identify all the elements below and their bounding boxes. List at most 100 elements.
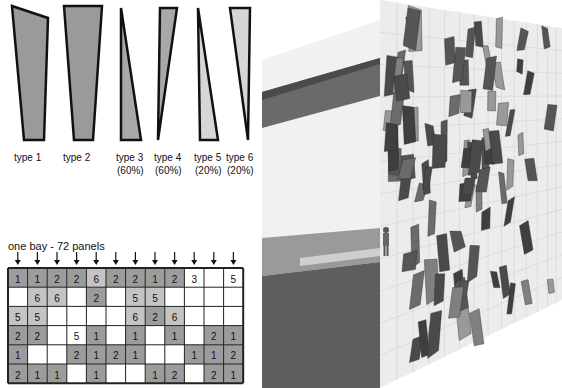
facade-panel	[465, 27, 475, 58]
label-holder: 6	[93, 269, 99, 287]
facade-panel	[524, 71, 535, 95]
facade-panel	[449, 94, 460, 116]
grid-cell	[224, 268, 244, 287]
facade-line	[380, 232, 562, 291]
label-holder: 2	[15, 326, 21, 344]
type-label: (60%)	[155, 165, 182, 176]
label-holder: 1	[35, 269, 41, 287]
grid-cell	[204, 364, 224, 383]
panel-type-number: 1	[231, 370, 237, 381]
panel-type-number: 6	[35, 293, 41, 304]
arrow-head	[34, 260, 40, 265]
facade-wall	[380, 0, 562, 388]
panel-type-number: 1	[15, 350, 21, 361]
facade-panel	[437, 234, 450, 272]
label-holder: 5	[152, 288, 158, 306]
panel-type-number: 1	[93, 350, 99, 361]
facade-panel	[445, 36, 456, 65]
facade-line	[380, 277, 562, 355]
facade-panel	[544, 104, 557, 131]
facade-panel	[490, 271, 500, 288]
grid-cell	[145, 306, 165, 325]
panel-type-number: 5	[35, 312, 41, 323]
label-holder: (20%)	[227, 160, 254, 178]
label-holder: 2	[133, 269, 139, 287]
grid-line	[8, 306, 243, 307]
panel-type-number: 1	[93, 331, 99, 342]
panel-type-number: 1	[152, 274, 158, 285]
facade-panel	[525, 158, 538, 180]
grid-cell	[28, 364, 48, 383]
facade-panel	[483, 56, 497, 91]
panel-type-number: 2	[211, 370, 217, 381]
facade-panel	[488, 91, 496, 111]
grid-cell	[165, 306, 185, 325]
facade-panel	[450, 231, 465, 252]
grid-cell	[224, 364, 244, 383]
arrow-head	[172, 260, 178, 265]
arrow-head	[152, 260, 158, 265]
panel-type-number: 2	[133, 274, 139, 285]
grid-cell	[224, 345, 244, 364]
panel-type-number: 2	[113, 350, 119, 361]
label-holder: 2	[74, 269, 80, 287]
panel-type-number: 2	[211, 331, 217, 342]
label-holder: 1	[54, 365, 60, 383]
grid-cell	[86, 326, 106, 345]
panel-type-number: 1	[35, 370, 41, 381]
grid-cell	[106, 345, 126, 364]
grid-cell	[204, 345, 224, 364]
grid-cell	[8, 326, 28, 345]
panel-type-number: 2	[74, 350, 80, 361]
label-holder: 2	[74, 345, 80, 363]
label-holder: type 4	[154, 147, 181, 165]
label-holder: 1	[93, 326, 99, 344]
panel-type-number: 1	[35, 274, 41, 285]
arrow-head	[93, 260, 99, 265]
facade-panel	[547, 279, 554, 294]
panel-type-number: 5	[74, 331, 80, 342]
grid-cell	[165, 326, 185, 345]
panel-type-number: 2	[172, 370, 178, 381]
grid-cell	[126, 345, 146, 364]
label-holder: 2	[211, 326, 217, 344]
facade-panel	[428, 200, 436, 236]
panel-type-number: 6	[133, 312, 139, 323]
panel-type-number: 1	[133, 331, 139, 342]
panel-type-shape	[158, 8, 177, 140]
panel-type-number: 6	[93, 274, 99, 285]
facade-panel	[499, 172, 508, 204]
label-holder: 2	[15, 365, 21, 383]
bay-arrows	[15, 252, 237, 265]
panel-type-number: 3	[191, 274, 197, 285]
panel-type-number: 1	[211, 350, 217, 361]
panel-type-shape	[230, 8, 250, 140]
label-holder: 1	[15, 345, 21, 363]
panel-type-number: 1	[172, 331, 178, 342]
grid-cell	[28, 268, 48, 287]
facade-panel	[481, 207, 490, 230]
facade-panel	[517, 28, 528, 51]
person	[383, 227, 389, 256]
arrow-head	[113, 260, 119, 265]
label-holder: (20%)	[195, 160, 222, 178]
label-holder: 1	[152, 269, 158, 287]
label-holder: 1	[133, 345, 139, 363]
facade-panel	[497, 102, 509, 125]
facade-panel	[418, 320, 429, 358]
grid-cell	[67, 326, 87, 345]
type-label: (60%)	[117, 165, 144, 176]
grid-line	[8, 267, 243, 269]
panel-type-number: 2	[231, 350, 237, 361]
label-holder: 3	[191, 269, 197, 287]
facade-panel	[403, 8, 420, 50]
label-holder: 2	[93, 288, 99, 306]
grid-cell	[184, 268, 204, 287]
panel-type-number: 5	[15, 312, 21, 323]
facade-panel	[384, 123, 398, 152]
facade-panels	[383, 5, 557, 362]
panel-type-number: 1	[231, 331, 237, 342]
label-holder: 5	[133, 288, 139, 306]
facade-panel	[467, 245, 479, 282]
grid-cell	[126, 306, 146, 325]
